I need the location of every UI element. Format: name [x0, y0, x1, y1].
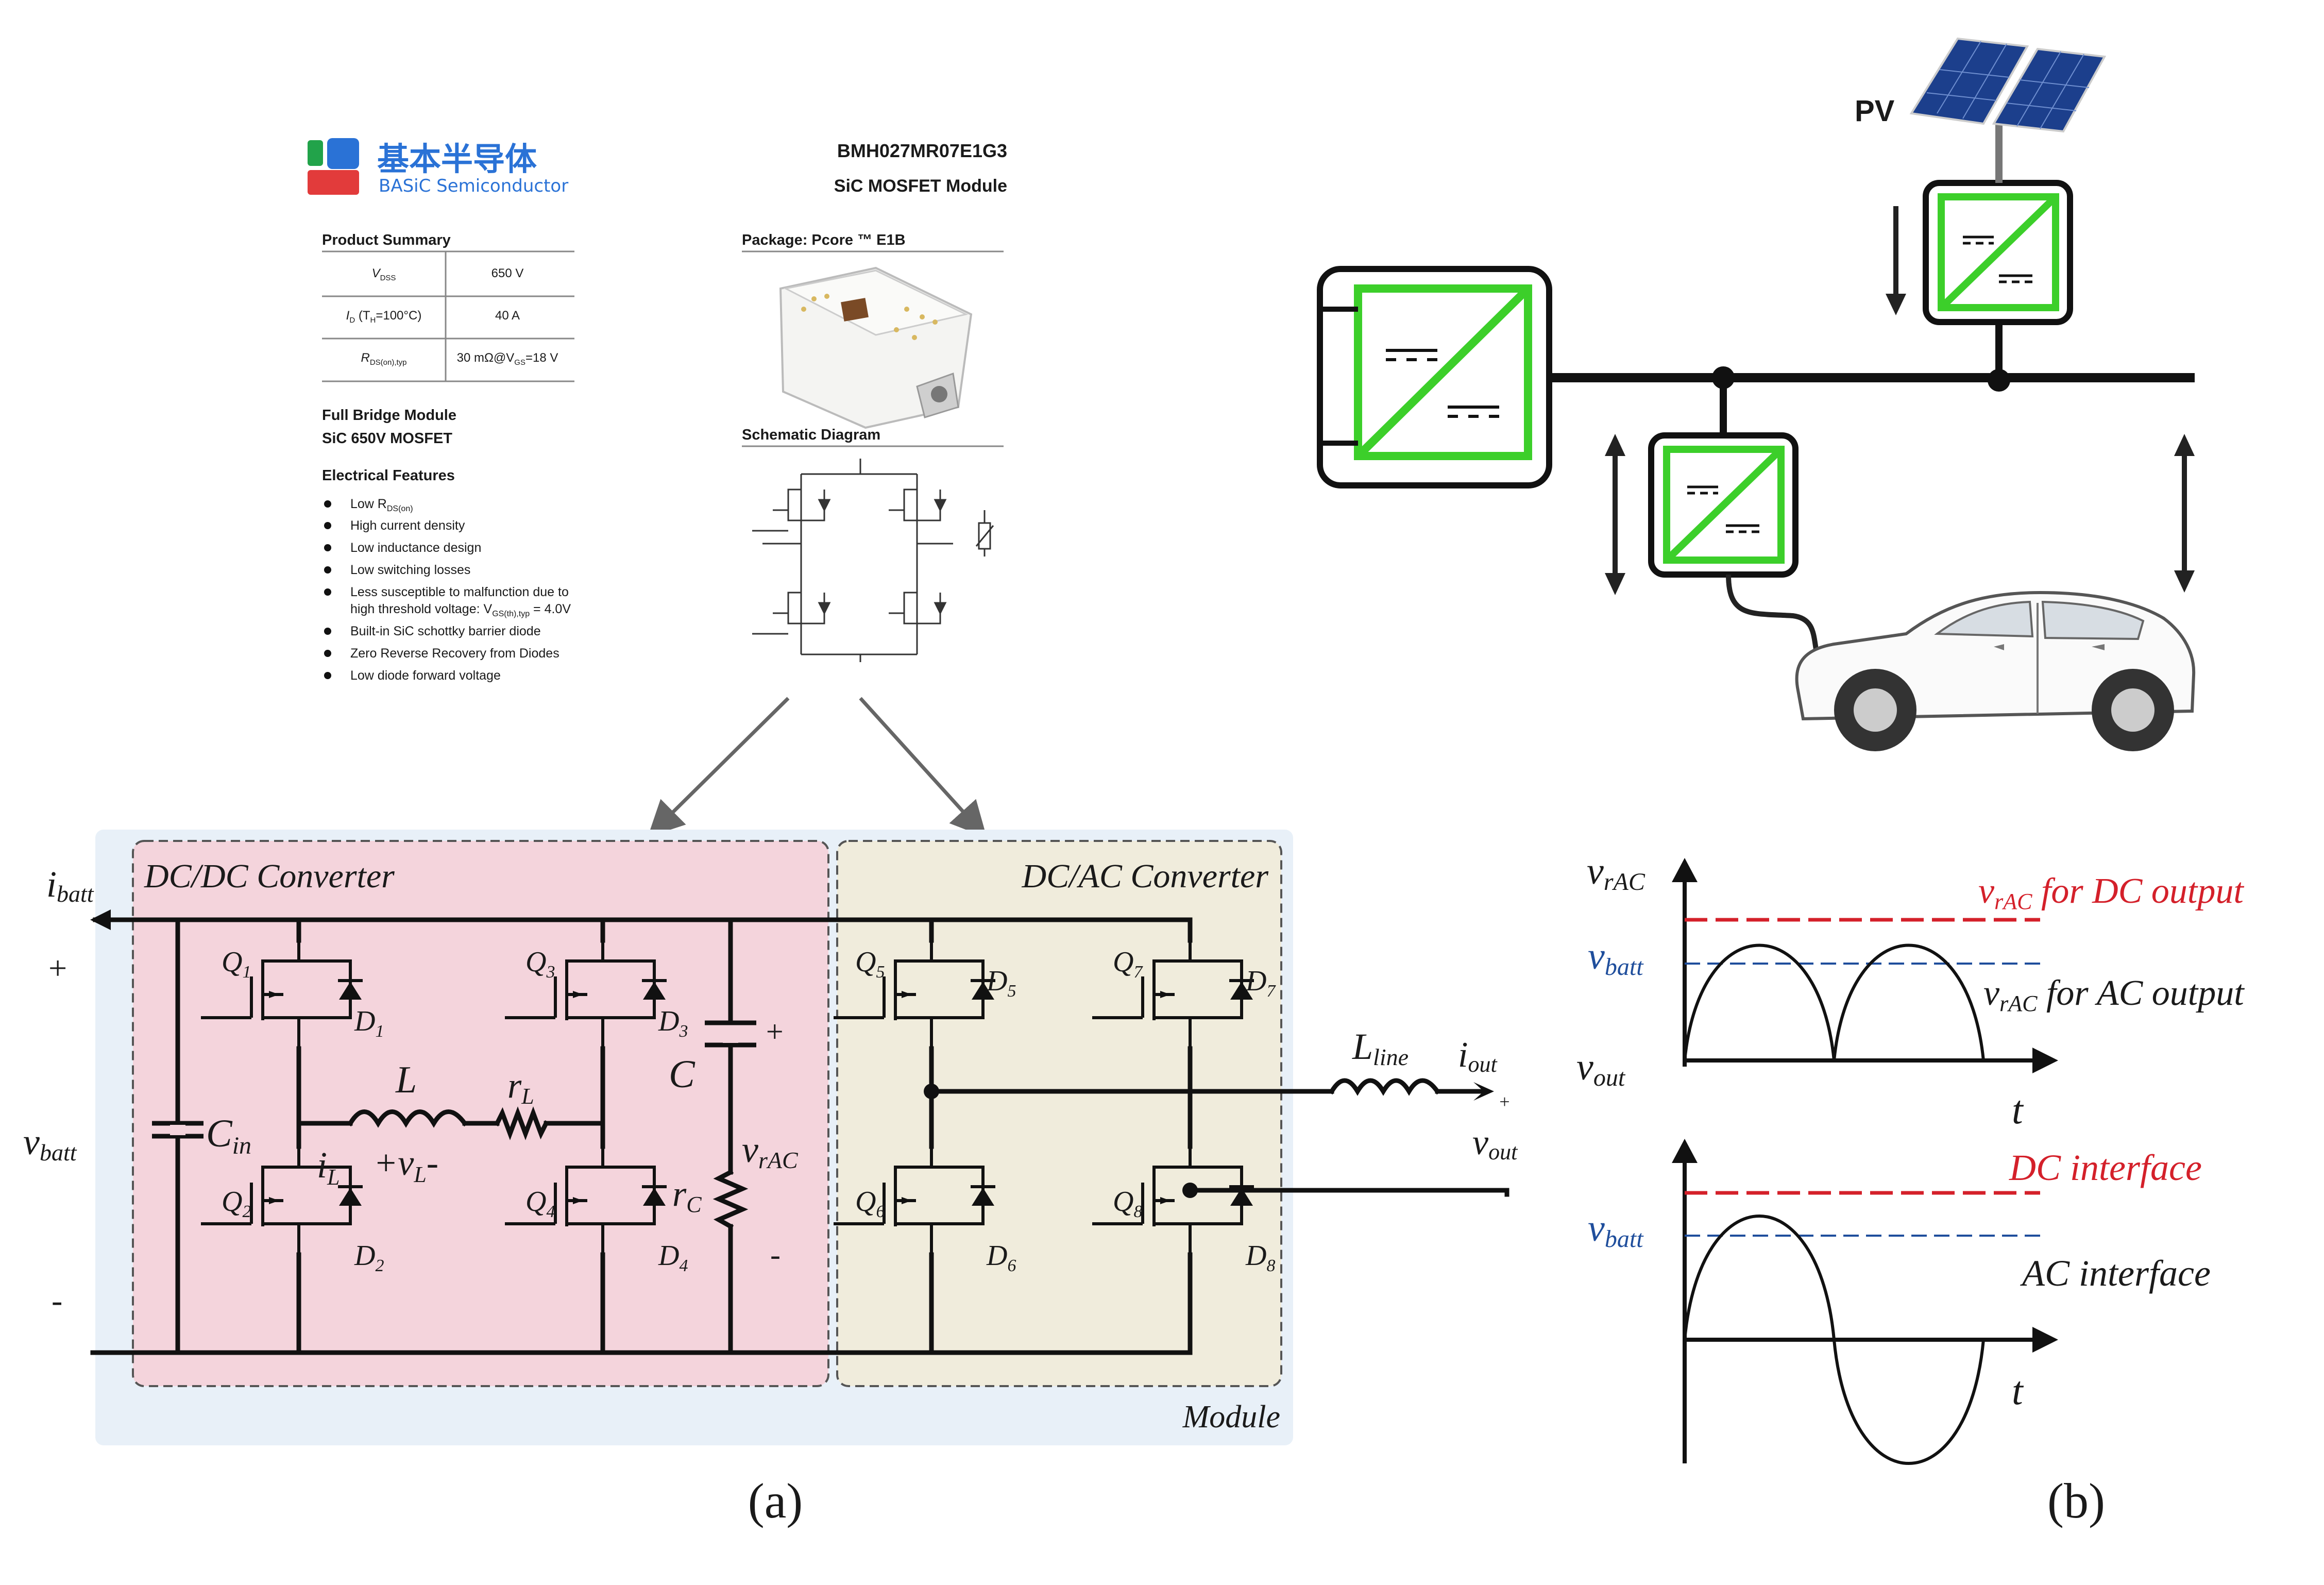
- schematic-title: Schematic Diagram: [742, 427, 880, 443]
- basic-logo: 基本半导体 BASiC Semiconductor: [308, 138, 568, 196]
- d5-label: D5: [986, 965, 1016, 1001]
- batt-minus: -: [52, 1282, 62, 1319]
- l-label: L: [395, 1059, 417, 1101]
- vbatt-label: vbatt: [23, 1121, 77, 1166]
- vout-label: vout: [1576, 1046, 1626, 1091]
- summary-row-2-param: RDS(on),typ: [361, 351, 406, 367]
- solar-panel-icon: [1909, 37, 2107, 183]
- dcac-title: DC/AC Converter: [1022, 857, 1269, 895]
- datasheet: 基本半导体 BASiC Semiconductor BMH027MR07E1G3…: [308, 138, 1007, 683]
- arrow-to-dcac: [859, 697, 987, 838]
- electrical-features-title: Electrical Features: [322, 467, 455, 484]
- module-type: SiC MOSFET Module: [834, 176, 1007, 196]
- vout-label: vout: [1472, 1123, 1518, 1165]
- batt-plus: +: [46, 950, 69, 986]
- caption-a: (a): [748, 1473, 803, 1528]
- waveform-plots: vrAC vrAC for DC output vbatt vrAC for A…: [1576, 850, 2245, 1465]
- system-diagram: PV: [1317, 37, 2196, 751]
- summary-row-1-param: ID (TH=100°C): [346, 309, 422, 325]
- module-package-photo: [779, 266, 973, 429]
- ac-interface-label: AC interface: [2020, 1253, 2211, 1294]
- arrow-to-dcdc: [648, 697, 790, 837]
- d1-label: D1: [354, 1005, 384, 1041]
- d2-label: D2: [354, 1240, 384, 1275]
- top-y-axis-label: vrAC: [1587, 850, 1646, 896]
- feature-7: Low diode forward voltage: [350, 668, 501, 683]
- circuit-wiring: [90, 909, 1509, 1355]
- feature-4: Less susceptible to malfunction due to: [350, 585, 569, 599]
- q6-label: Q6: [855, 1186, 885, 1221]
- logo-en: BASiC Semiconductor: [379, 176, 568, 196]
- lline-label: Lline: [1352, 1026, 1409, 1070]
- ibatt-label: ibatt: [46, 864, 94, 907]
- feature-4-line2: high threshold voltage: VGS(th),typ = 4.…: [350, 602, 571, 618]
- module-label: Module: [1182, 1399, 1280, 1435]
- feature-6: Zero Reverse Recovery from Diodes: [350, 646, 559, 661]
- rc-label: rC: [672, 1174, 702, 1217]
- summary-row-0-param: VDSS: [372, 266, 396, 282]
- full-bridge-1: Full Bridge Module: [322, 407, 456, 424]
- ac-output-label: vrAC for AC output: [1983, 973, 2245, 1016]
- full-sine: [1683, 1215, 1985, 1465]
- cin-label: Cin: [206, 1112, 251, 1159]
- feature-5: Built-in SiC schottky barrier diode: [350, 624, 541, 638]
- caption-b: (b): [2047, 1473, 2105, 1528]
- d7-label: D7: [1245, 965, 1276, 1001]
- q5-label: Q5: [855, 946, 885, 982]
- rl-label: rL: [507, 1066, 534, 1109]
- electric-car-icon: [1795, 591, 2196, 751]
- part-number: BMH027MR07E1G3: [837, 140, 1007, 161]
- cap-plus: +: [764, 1015, 785, 1049]
- t-label-top: t: [2012, 1087, 2024, 1132]
- d4-label: D4: [658, 1240, 688, 1275]
- dc-interface-label: DC interface: [2009, 1147, 2202, 1188]
- q4-label: Q4: [525, 1186, 555, 1221]
- product-summary-title: Product Summary: [322, 232, 451, 248]
- cap-minus: -: [770, 1238, 781, 1272]
- summary-row-2-value: 30 mΩ@VGS=18 V: [457, 351, 558, 367]
- vbatt-label-bottom: vbatt: [1588, 1207, 1644, 1253]
- summary-row-0-value: 650 V: [491, 266, 524, 280]
- dcac-region: [836, 840, 1282, 1387]
- rectified-sine: [1683, 943, 1985, 1061]
- q2-label: Q2: [222, 1186, 251, 1221]
- c-label: C: [669, 1053, 695, 1096]
- dc-output-label: vrAC for DC output: [1978, 871, 2244, 914]
- dcdc-region: [132, 840, 829, 1387]
- summary-table: [322, 250, 574, 382]
- d3-label: D3: [658, 1005, 688, 1041]
- pv-label: PV: [1855, 94, 1895, 128]
- d6-label: D6: [986, 1240, 1016, 1275]
- q7-label: Q7: [1113, 946, 1143, 982]
- iout-label: iout: [1458, 1035, 1498, 1077]
- feature-0: Low RDS(on): [350, 497, 413, 513]
- t-label-bottom: t: [2012, 1368, 2024, 1413]
- package-title: Package: Pcore ™ E1B: [742, 232, 906, 248]
- vrac-label: vrAC: [742, 1129, 799, 1173]
- feature-2: Low inductance design: [350, 541, 481, 555]
- q3-label: Q3: [525, 946, 555, 982]
- feature-list: Low RDS(on) High current density Low ind…: [324, 497, 571, 683]
- full-bridge-2: SiC 650V MOSFET: [322, 430, 452, 447]
- vbatt-label-top: vbatt: [1588, 935, 1644, 981]
- feature-1: High current density: [350, 518, 465, 533]
- feature-3: Low switching losses: [350, 563, 470, 577]
- vl-label: +vL-: [374, 1143, 438, 1187]
- summary-row-1-value: 40 A: [495, 309, 520, 323]
- logo-cn: 基本半导体: [377, 140, 537, 178]
- q1-label: Q1: [222, 946, 251, 982]
- d8-label: D8: [1245, 1240, 1275, 1275]
- il-label: iL: [317, 1144, 340, 1190]
- q8-label: Q8: [1113, 1186, 1142, 1221]
- dcdc-title: DC/DC Converter: [144, 857, 395, 895]
- out-plus: +: [1498, 1091, 1511, 1112]
- mini-schematic: [752, 459, 994, 662]
- circuit-diagram: DC/DC Converter DC/AC Converter Module: [23, 830, 1518, 1445]
